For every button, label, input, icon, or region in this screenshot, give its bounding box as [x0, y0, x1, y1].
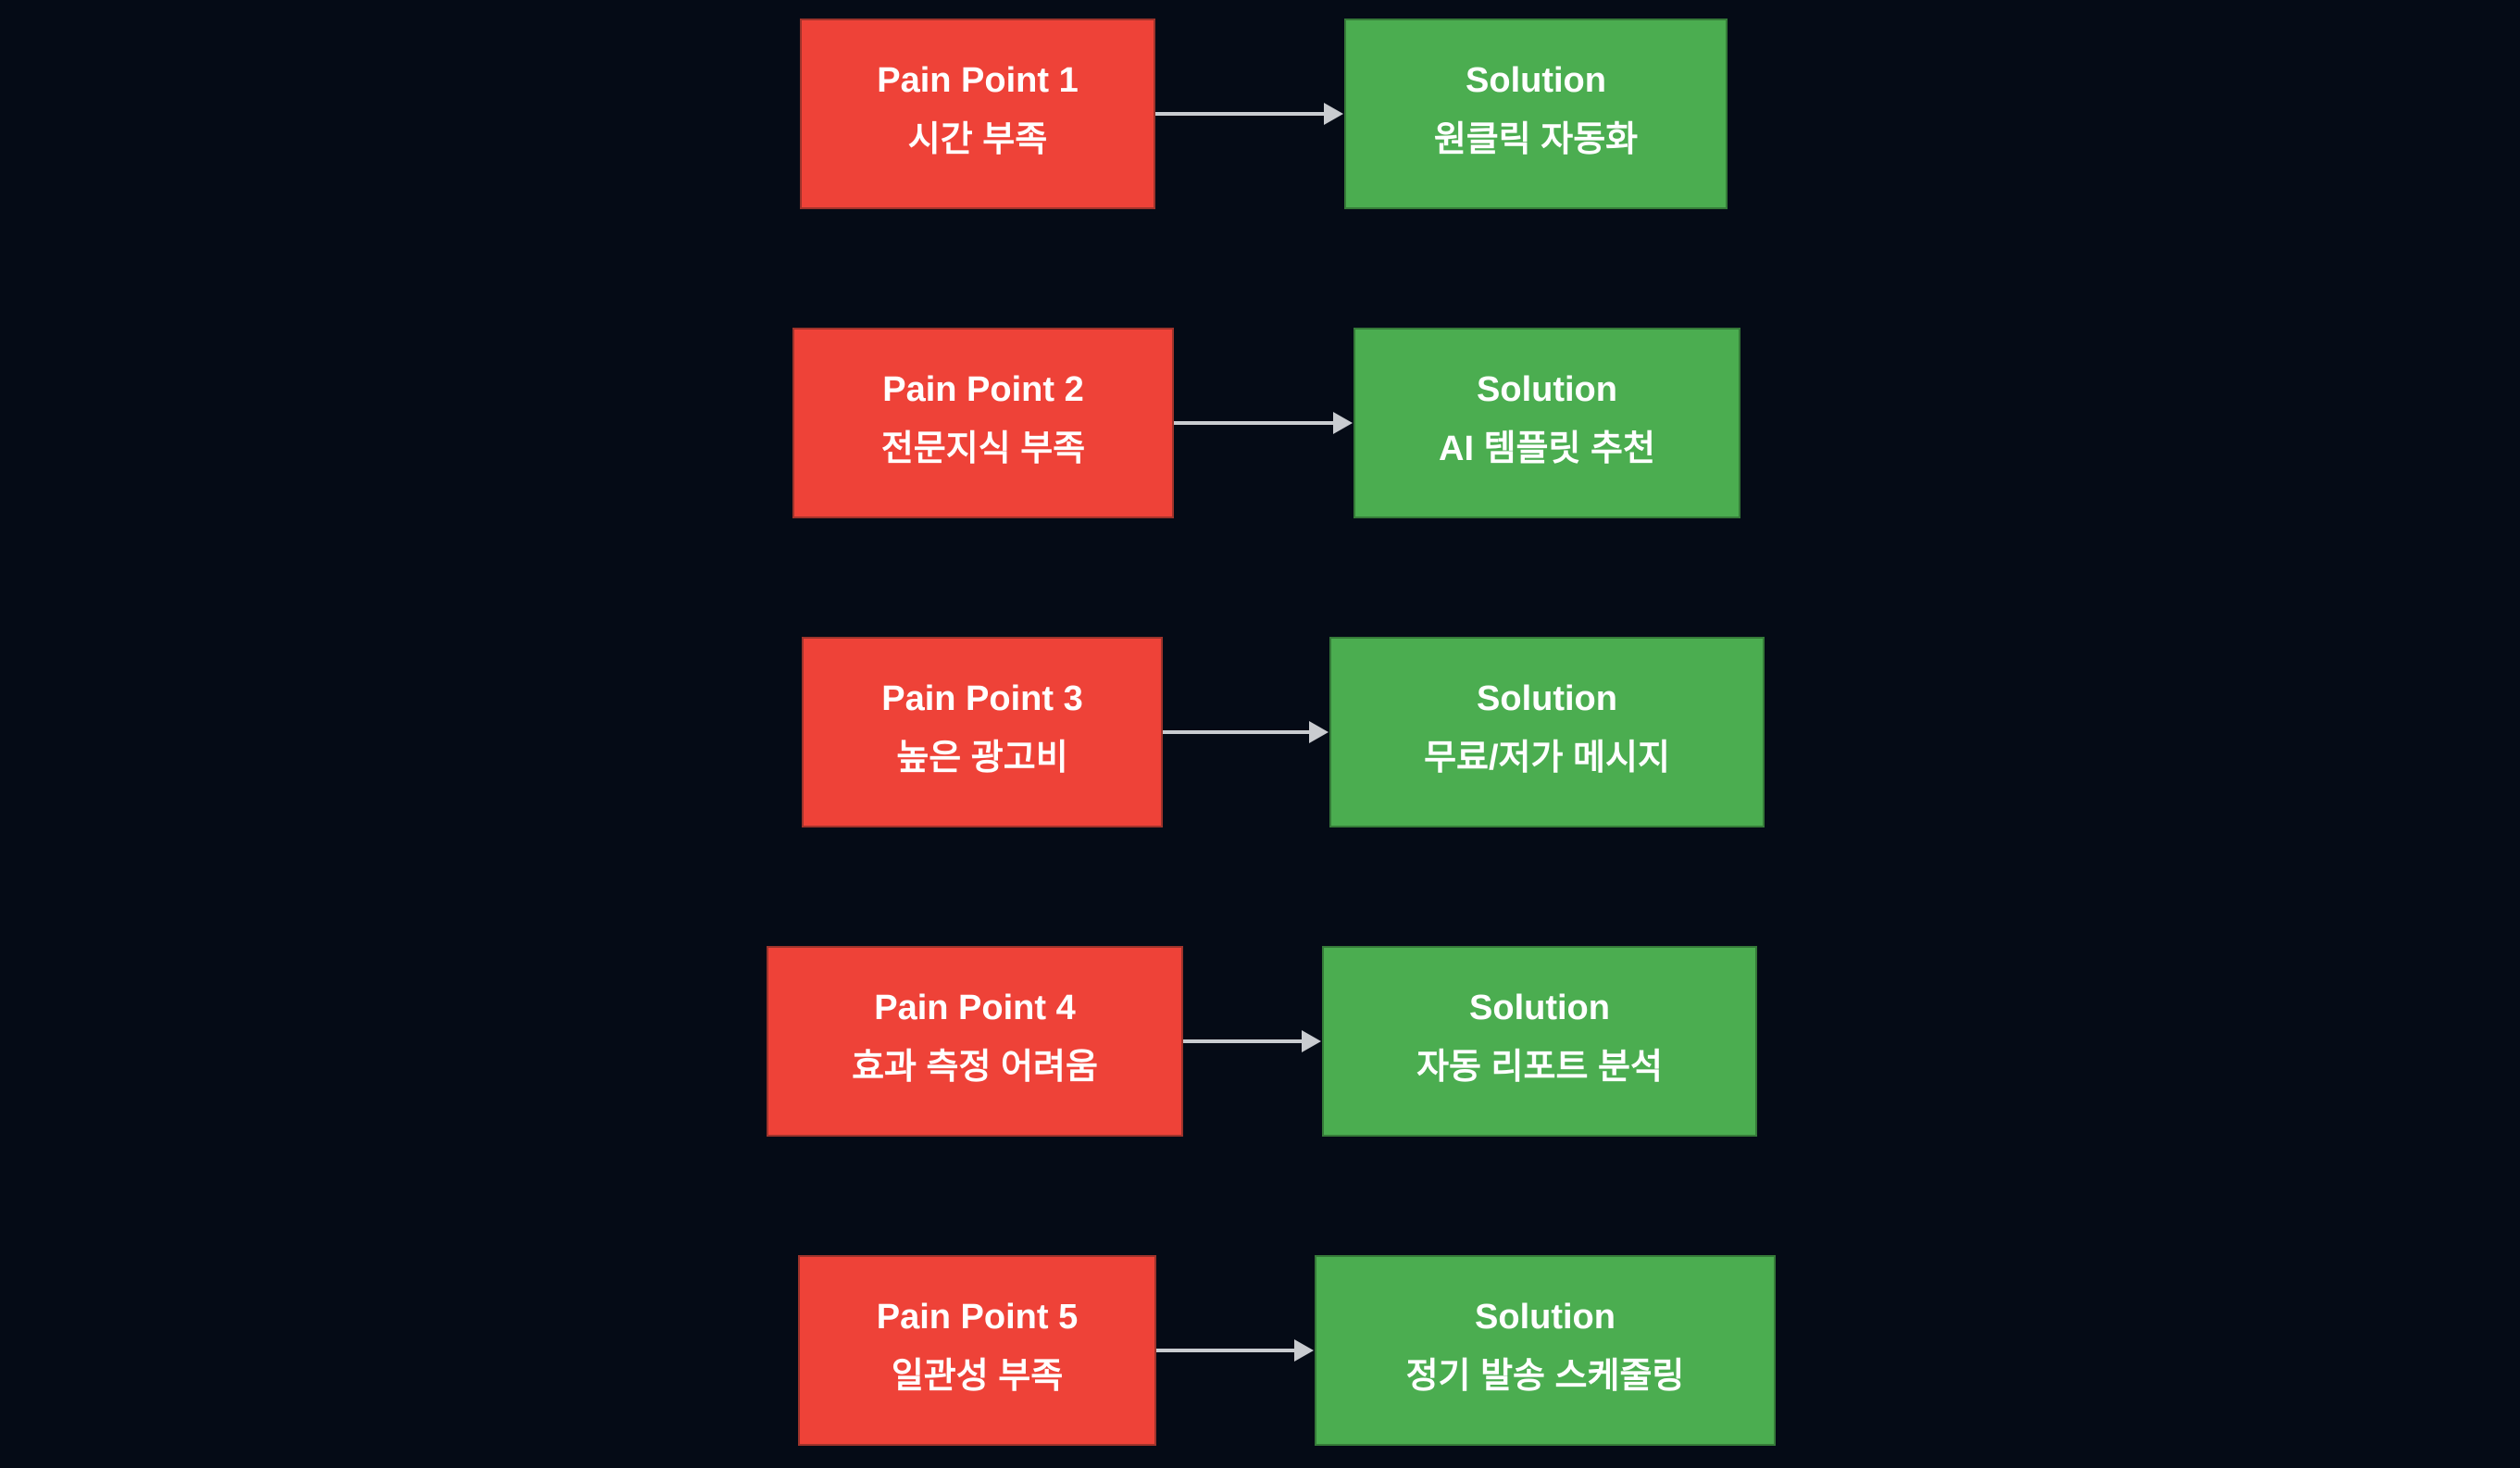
pain-point-4-subtitle: 효과 측정 어려움 [852, 1048, 1098, 1087]
solution-2-title: Solution [1477, 370, 1617, 409]
solution-4-node: Solution 자동 리포트 분석 [1322, 946, 1757, 1137]
solution-5-node: Solution 정기 발송 스케줄링 [1315, 1255, 1776, 1446]
pain-point-1-title: Pain Point 1 [877, 61, 1079, 100]
pain-point-2-subtitle: 전문지식 부족 [880, 429, 1086, 468]
solution-2-subtitle: AI 템플릿 추천 [1439, 429, 1655, 468]
pain-point-5-title: Pain Point 5 [876, 1298, 1079, 1337]
pain-point-4-title: Pain Point 4 [874, 989, 1076, 1027]
solution-3-title: Solution [1477, 679, 1617, 718]
arrow-connector-2 [1174, 421, 1333, 425]
solution-1-node: Solution 원클릭 자동화 [1344, 19, 1728, 209]
solution-1-subtitle: 원클릭 자동화 [1433, 120, 1639, 159]
arrow-connector-4 [1183, 1039, 1302, 1043]
pain-point-1-subtitle: 시간 부족 [907, 120, 1048, 159]
pain-point-2-node: Pain Point 2 전문지식 부족 [792, 328, 1174, 518]
solution-5-subtitle: 정기 발송 스케줄링 [1405, 1357, 1685, 1396]
pain-point-3-subtitle: 높은 광고비 [896, 739, 1068, 778]
solution-3-node: Solution 무료/저가 메시지 [1329, 637, 1765, 827]
solution-3-subtitle: 무료/저가 메시지 [1424, 739, 1670, 778]
pain-point-1-node: Pain Point 1 시간 부족 [800, 19, 1155, 209]
pain-point-5-subtitle: 일관성 부족 [891, 1357, 1064, 1396]
arrow-connector-3 [1163, 730, 1309, 734]
pain-point-3-node: Pain Point 3 높은 광고비 [802, 637, 1163, 827]
solution-1-title: Solution [1466, 61, 1606, 100]
arrow-connector-1 [1155, 112, 1324, 116]
solution-5-title: Solution [1475, 1298, 1616, 1337]
solution-4-title: Solution [1469, 989, 1610, 1027]
pain-point-5-node: Pain Point 5 일관성 부족 [798, 1255, 1156, 1446]
pain-point-2-title: Pain Point 2 [882, 370, 1084, 409]
pain-point-4-node: Pain Point 4 효과 측정 어려움 [767, 946, 1183, 1137]
pain-point-3-title: Pain Point 3 [881, 679, 1083, 718]
solution-2-node: Solution AI 템플릿 추천 [1354, 328, 1740, 518]
solution-4-subtitle: 자동 리포트 분석 [1416, 1048, 1663, 1087]
arrow-connector-5 [1156, 1349, 1294, 1352]
